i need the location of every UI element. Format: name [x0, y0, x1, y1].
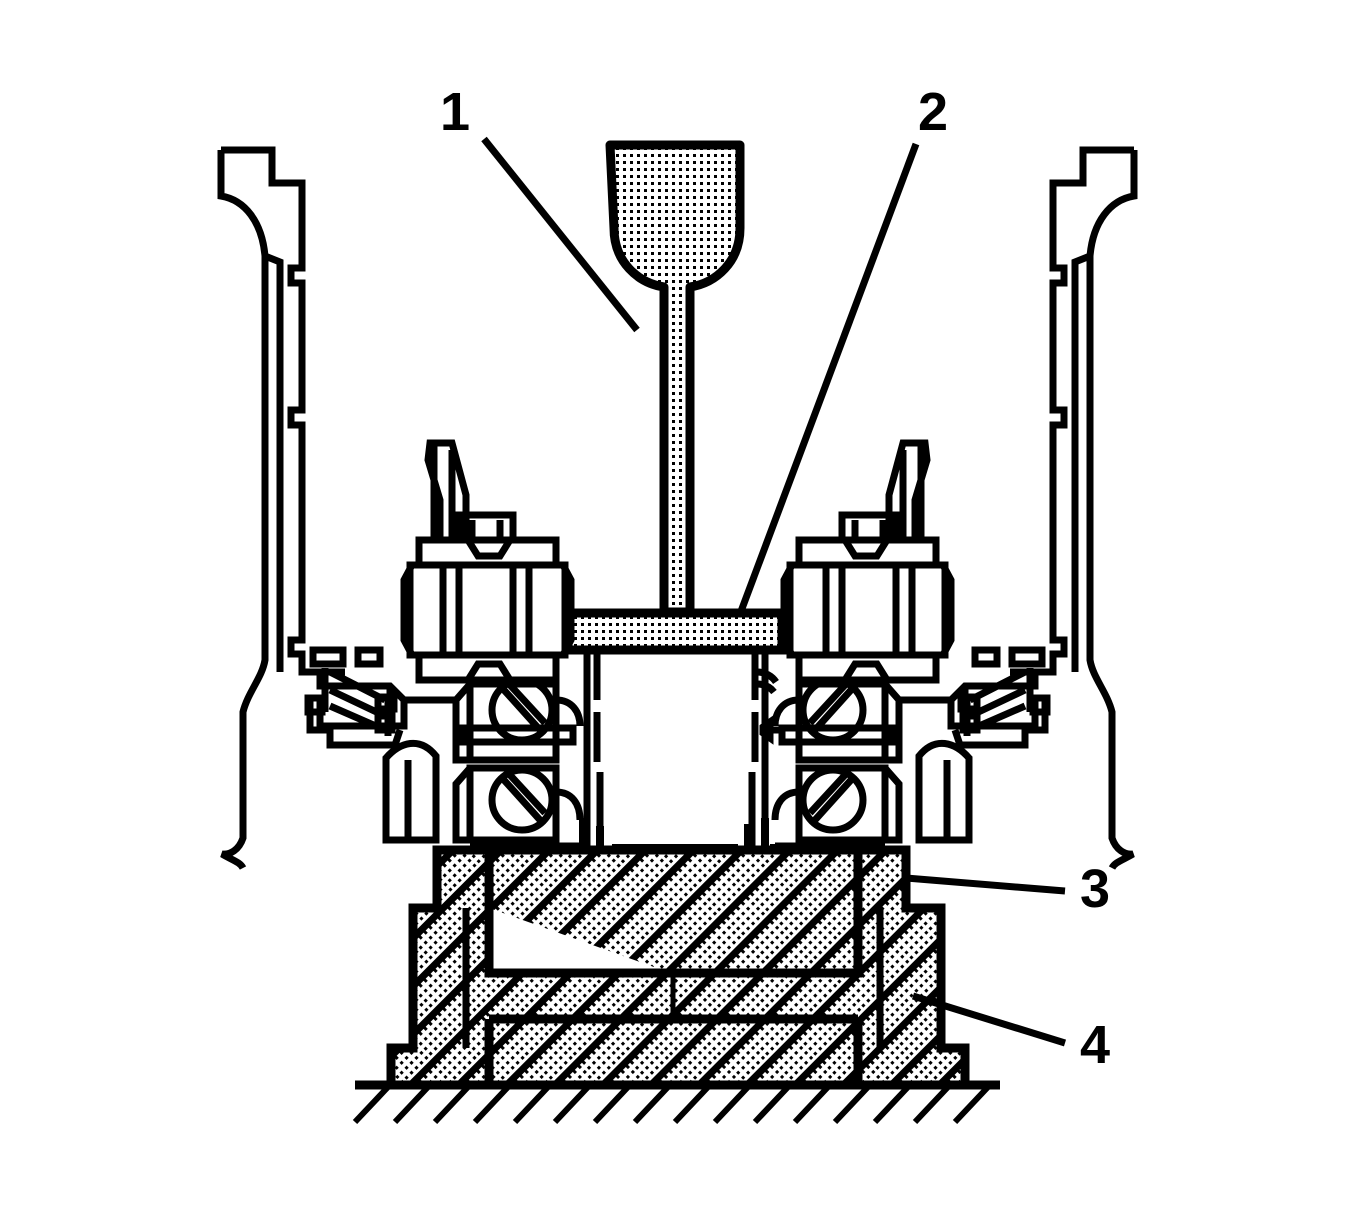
vertical-ram-shaft [605, 140, 745, 617]
horizontal-press-plate [563, 608, 787, 655]
callout-3-label: 3 [1080, 859, 1110, 919]
callout-4-label: 4 [1080, 1015, 1110, 1075]
callout-4-leader [911, 992, 1067, 1047]
callout-2-leader [736, 142, 920, 616]
ball-joint-right [771, 676, 973, 850]
callout-1: 1 [440, 82, 640, 333]
ball-joint-left [382, 676, 584, 850]
callout-3: 3 [905, 859, 1110, 919]
housing-left [217, 146, 345, 870]
callout-2: 2 [736, 82, 948, 616]
center-body-block [583, 652, 784, 856]
support-fixture [386, 845, 970, 1090]
callout-1-leader [481, 136, 640, 333]
callout-2-label: 2 [918, 82, 948, 142]
callout-4: 4 [911, 992, 1110, 1075]
callout-3-leader [905, 874, 1066, 895]
callout-1-label: 1 [440, 82, 470, 142]
spring-right [951, 646, 1051, 749]
bearing-assembly-left [400, 511, 575, 684]
ground-reference [352, 1080, 1000, 1125]
housing-right [1010, 146, 1138, 870]
bearing-assembly-right [780, 511, 955, 684]
spring-left [304, 646, 404, 749]
